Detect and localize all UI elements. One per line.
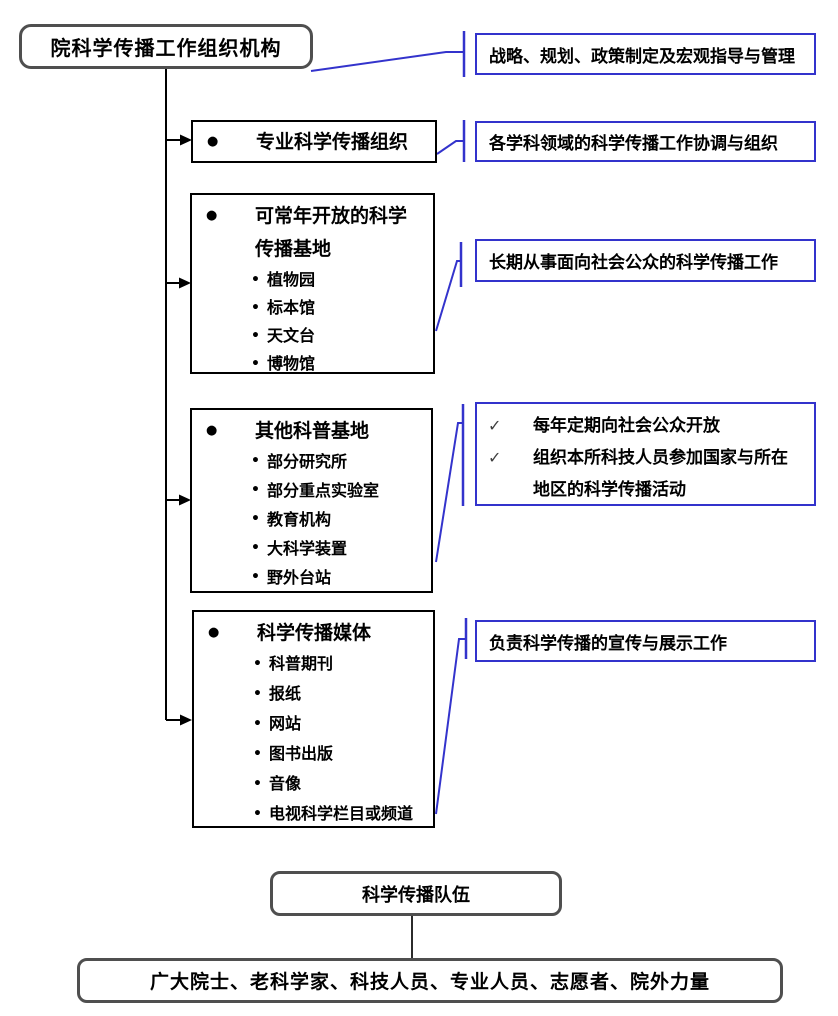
list-item: • 野外台站	[192, 563, 431, 592]
check-item: ✓ 组织本所科技人员参加国家与所在地区的科学传播活动	[477, 442, 814, 506]
bullet-icon: ●	[206, 208, 218, 223]
branch1-note-box: 各学科领域的科学传播工作协调与组织	[475, 121, 816, 162]
team-box-label: 科学传播队伍	[362, 884, 470, 906]
list-item-label: 科普期刊	[269, 654, 334, 673]
branch1-note-text: 各学科领域的科学传播工作协调与组织	[489, 134, 778, 154]
sub-bullet-icon: •	[253, 716, 262, 732]
list-item: • 博物馆	[192, 350, 433, 378]
root-org-label: 院科学传播工作组织机构	[50, 36, 282, 60]
branch-heading: 科学传播媒体	[257, 622, 372, 644]
list-item-label: 报纸	[269, 684, 302, 703]
branch-arrowheads	[179, 134, 192, 726]
list-item: • 报纸	[194, 679, 433, 709]
list-item-label: 网站	[269, 714, 302, 733]
sub-bullet-icon: •	[251, 356, 260, 372]
list-item: • 科普期刊	[194, 649, 433, 679]
list-item-label: 大科学装置	[267, 539, 348, 558]
list-item: • 教育机构	[192, 505, 431, 534]
check-icon: ✓	[488, 416, 502, 435]
sub-bullet-icon: •	[253, 806, 262, 822]
branch-heading: 专业科学传播组织	[256, 130, 409, 153]
list-item-label: 天文台	[267, 326, 316, 345]
check-item: ✓ 每年定期向社会公众开放	[477, 410, 814, 442]
check-icon: ✓	[488, 448, 502, 467]
list-item: • 标本馆	[192, 294, 433, 322]
list-item-label: 植物园	[267, 270, 316, 289]
branch4-note-box: 负责科学传播的宣传与展示工作	[475, 620, 816, 662]
branch-box-open-bases: ● 可常年开放的科学传播基地 • 植物园 • 标本馆 • 天文台 • 博物馆	[190, 193, 435, 374]
list-item: • 部分研究所	[192, 447, 431, 476]
branch-heading: 其他科普基地	[255, 420, 370, 442]
branch2-note-text: 长期从事面向社会公众的科学传播工作	[489, 253, 778, 273]
branch2-note-box: 长期从事面向社会公众的科学传播工作	[475, 239, 816, 282]
list-item: • 天文台	[192, 322, 433, 350]
branch4-note-text: 负责科学传播的宣传与展示工作	[489, 633, 727, 654]
team-members-box: 广大院士、老科学家、科技人员、专业人员、志愿者、院外力量	[77, 958, 783, 1003]
sub-bullet-icon: •	[251, 453, 260, 469]
list-item: • 植物园	[192, 266, 433, 294]
branch-box-other-bases: ● 其他科普基地 • 部分研究所 • 部分重点实验室 • 教育机构 • 大科学装…	[190, 408, 433, 593]
check-item-text: 每年定期向社会公众开放	[533, 416, 720, 436]
list-item-label: 电视科学栏目或频道	[269, 804, 414, 823]
root-note-text: 战略、规划、政策制定及宏观指导与管理	[489, 46, 795, 67]
list-item: • 电视科学栏目或频道	[194, 799, 433, 829]
list-item: • 网站	[194, 709, 433, 739]
sub-bullet-icon: •	[253, 656, 262, 672]
sub-bullet-icon: •	[251, 272, 260, 288]
sub-bullet-icon: •	[251, 540, 260, 556]
bullet-icon: ●	[206, 423, 218, 438]
bullet-icon: ●	[207, 133, 219, 149]
sub-bullet-icon: •	[253, 776, 262, 792]
list-item-label: 野外台站	[267, 568, 332, 587]
list-item-label: 博物馆	[267, 354, 316, 373]
branch-box-media: ● 科学传播媒体 • 科普期刊 • 报纸 • 网站 • 图书出版 • 音像 • …	[192, 610, 435, 828]
sub-bullet-icon: •	[251, 569, 260, 585]
list-item-label: 图书出版	[269, 744, 334, 763]
sub-bullet-icon: •	[253, 746, 262, 762]
sub-bullet-icon: •	[251, 328, 260, 344]
branch-box-professional-orgs: ● 专业科学传播组织	[191, 120, 437, 163]
sub-bullet-icon: •	[251, 511, 260, 527]
callout-lines	[310, 51, 466, 815]
branch-heading: 可常年开放的科学传播基地	[255, 205, 408, 260]
list-item-label: 音像	[269, 774, 302, 793]
list-item: • 音像	[194, 769, 433, 799]
list-item-label: 部分研究所	[267, 452, 348, 471]
team-box: 科学传播队伍	[270, 871, 562, 916]
list-item-label: 教育机构	[267, 510, 332, 529]
branch3-note-box: ✓ 每年定期向社会公众开放 ✓ 组织本所科技人员参加国家与所在地区的科学传播活动	[475, 402, 816, 506]
sub-bullet-icon: •	[251, 482, 260, 498]
team-members-label: 广大院士、老科学家、科技人员、专业人员、志愿者、院外力量	[149, 971, 710, 993]
root-note-box: 战略、规划、政策制定及宏观指导与管理	[475, 33, 816, 75]
connector-spine	[165, 68, 181, 721]
root-org-box: 院科学传播工作组织机构	[19, 24, 313, 69]
sub-bullet-icon: •	[251, 300, 260, 316]
check-item-text: 组织本所科技人员参加国家与所在地区的科学传播活动	[533, 448, 788, 500]
sub-bullet-icon: •	[253, 686, 262, 702]
list-item: • 部分重点实验室	[192, 476, 431, 505]
list-item-label: 标本馆	[267, 298, 316, 317]
list-item-label: 部分重点实验室	[267, 481, 380, 500]
bullet-icon: ●	[208, 625, 220, 640]
callout-ticks	[459, 31, 468, 659]
list-item: • 图书出版	[194, 739, 433, 769]
list-item: • 大科学装置	[192, 534, 431, 563]
